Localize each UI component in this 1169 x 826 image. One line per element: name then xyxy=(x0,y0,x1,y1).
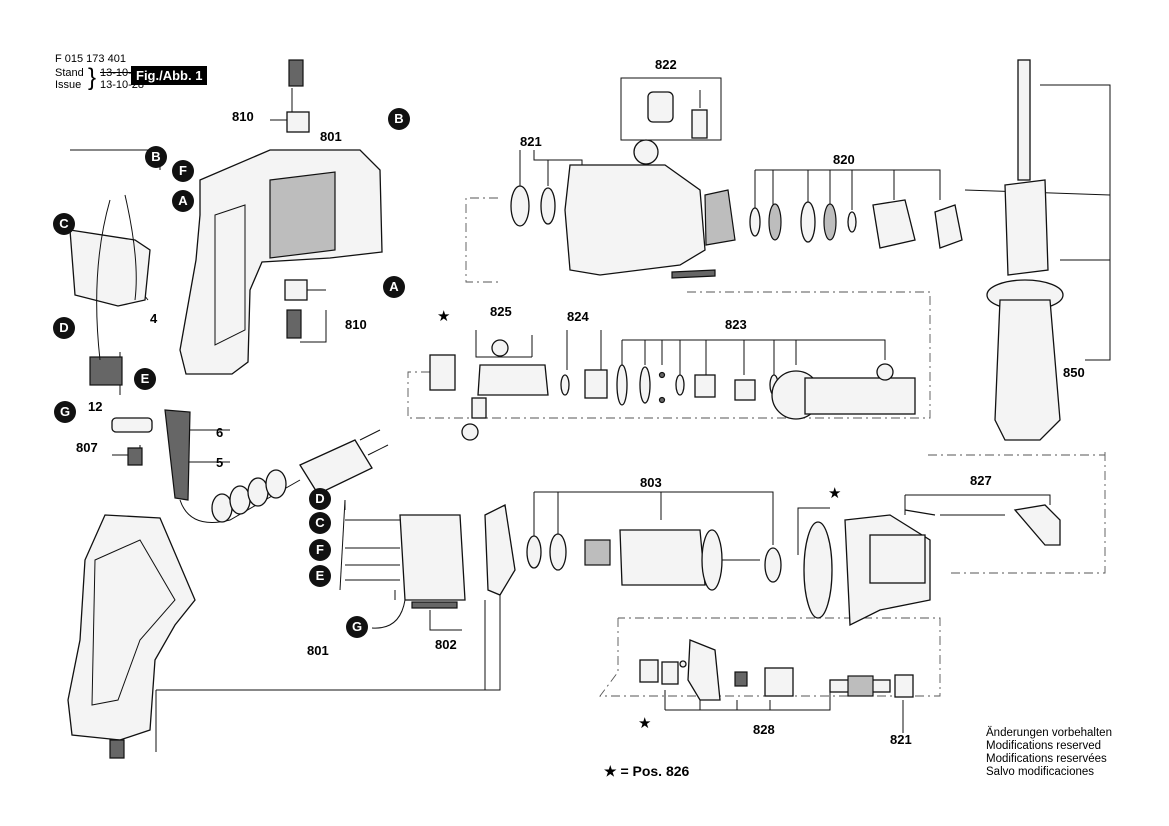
label-802: 802 xyxy=(435,637,457,652)
carbon-brush-bottom xyxy=(286,309,302,339)
label-12: 12 xyxy=(88,399,103,414)
carbon-brush-top xyxy=(288,59,304,87)
label-5: 5 xyxy=(216,455,224,470)
gear-housing xyxy=(564,164,706,276)
marker-c-stator: C xyxy=(309,512,331,534)
label-821-bottom: 821 xyxy=(890,732,912,747)
marker-a-left: A xyxy=(172,190,194,212)
footer-line-1: Änderungen vorbehalten xyxy=(986,727,1112,739)
label-821-top: 821 xyxy=(520,134,542,149)
stand-label: Stand xyxy=(55,67,84,79)
marker-d-top: D xyxy=(53,317,75,339)
label-823: 823 xyxy=(725,317,747,332)
armature-803 xyxy=(526,529,782,591)
gear-housing-dash xyxy=(465,197,498,283)
star-legend: ★ = Pos. 826 xyxy=(604,763,690,779)
label-6: 6 xyxy=(216,425,224,440)
side-handle-dash xyxy=(950,452,1106,574)
label-801-top: 801 xyxy=(320,129,342,144)
spindle-parts-823 xyxy=(616,363,916,420)
marker-f-stator: F xyxy=(309,539,331,561)
marker-e-stator: E xyxy=(309,565,331,587)
cable-clamp xyxy=(111,417,153,433)
needle-bearings-820 xyxy=(749,199,963,249)
side-handle-850 xyxy=(964,59,1111,441)
label-827: 827 xyxy=(970,473,992,488)
document-number: F 015 173 401 xyxy=(55,53,126,65)
marker-d-stator: D xyxy=(309,488,331,510)
label-807: 807 xyxy=(76,440,98,455)
figure-label: Fig./Abb. 1 xyxy=(131,66,208,85)
label-801-bottom: 801 xyxy=(307,643,329,658)
label-803: 803 xyxy=(640,475,662,490)
cable-sleeve xyxy=(164,409,191,501)
footer-line-3: Modifications reservées xyxy=(986,753,1107,765)
label-820: 820 xyxy=(833,152,855,167)
brush-holder-bottom xyxy=(284,279,308,301)
footer-line-2: Modifications reserved xyxy=(986,740,1102,752)
label-850: 850 xyxy=(1063,365,1085,380)
label-828: 828 xyxy=(753,722,775,737)
mains-plug xyxy=(299,439,373,495)
label-824: 824 xyxy=(567,309,589,324)
star-marker-flange: ★ xyxy=(828,485,842,502)
lock-825 xyxy=(429,354,456,391)
leader-lines xyxy=(70,77,1111,752)
issue-label: Issue xyxy=(55,79,82,91)
strain-relief xyxy=(211,469,287,523)
label-810-top: 810 xyxy=(232,109,254,124)
capacitor xyxy=(89,356,123,386)
spindle-dash xyxy=(407,291,931,419)
switch-822 xyxy=(633,90,708,165)
field-coil xyxy=(399,514,466,601)
marker-a-right: A xyxy=(383,276,405,298)
marker-b-right: B xyxy=(388,108,410,130)
gear-parts-828 xyxy=(639,639,914,701)
handle-half-801 xyxy=(67,514,196,741)
label-825: 825 xyxy=(490,304,512,319)
date-brace: } xyxy=(88,64,97,91)
marker-g-stator: G xyxy=(346,616,368,638)
marker-e-top: E xyxy=(134,368,156,390)
marker-c-top: C xyxy=(53,213,75,235)
marker-f-top: F xyxy=(172,160,194,182)
brush-holder-top xyxy=(286,111,310,133)
label-4: 4 xyxy=(150,311,158,326)
star-marker-gearbox: ★ xyxy=(638,715,652,732)
lever-827 xyxy=(1013,504,1061,546)
star-marker-825: ★ xyxy=(437,308,451,325)
footer-line-4: Salvo modificaciones xyxy=(986,766,1095,778)
marker-g-left: G xyxy=(54,401,76,423)
label-810-bottom: 810 xyxy=(345,317,367,332)
marker-b-left: B xyxy=(145,146,167,168)
switch xyxy=(69,229,151,307)
air-guide xyxy=(484,504,516,596)
label-822: 822 xyxy=(655,57,677,72)
